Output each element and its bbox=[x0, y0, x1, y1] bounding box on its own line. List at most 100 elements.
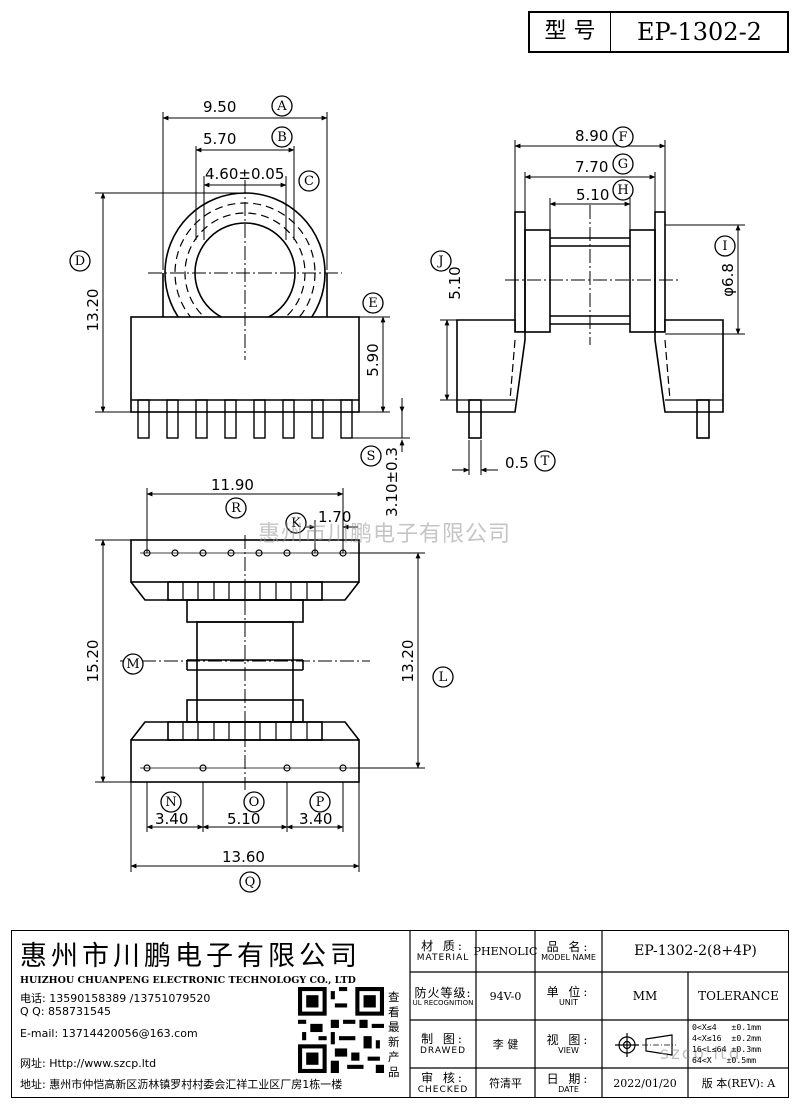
dimension-label-circle-h bbox=[612, 179, 634, 201]
dimension-label-circle-m bbox=[122, 653, 144, 675]
date-label: 日 期: bbox=[546, 1072, 591, 1086]
dim-t-value: 0.5 bbox=[505, 454, 529, 472]
revision-cell: 版 本(REV): A bbox=[688, 1070, 789, 1098]
dimension-label-r: R bbox=[231, 501, 242, 516]
fire-label: 防火等级: bbox=[414, 985, 472, 1000]
drawn-value: 李 健 bbox=[492, 1037, 519, 1051]
dim-j-value: 5.10 bbox=[446, 266, 464, 299]
dimension-label-circle-b bbox=[271, 126, 293, 148]
dim-r-value: 11.90 bbox=[211, 476, 254, 494]
checked-label-cell: 审 核: CHECKED bbox=[410, 1070, 476, 1098]
dimension-label-circle-n bbox=[160, 791, 182, 813]
dim-d-value: 13.20 bbox=[84, 289, 102, 332]
dimension-label-d: D bbox=[75, 254, 85, 269]
tolerance-rows: 0<X≤4 ±0.1mm 4<X≤16 ±0.2mm 16<L≤64 ±0.3m… bbox=[692, 1022, 788, 1066]
tolerance-heading: TOLERANCE bbox=[698, 989, 779, 1004]
dim-k-value: 1.70 bbox=[318, 508, 351, 526]
tolerance-row: 4<X≤16 ±0.2mm bbox=[692, 1033, 762, 1043]
dimension-label-circle-j bbox=[430, 250, 452, 272]
dimension-label-circle-t bbox=[534, 450, 556, 472]
fire-label-en: UL RECOGNITION bbox=[412, 998, 474, 1007]
dimension-label-h: H bbox=[617, 183, 628, 198]
dimension-label-e: E bbox=[368, 296, 378, 311]
dimension-label-circle-s bbox=[360, 445, 382, 467]
company-name-cn: 惠州市川鹏电子有限公司 bbox=[20, 941, 361, 972]
model-header: 型 号 EP-1302-2 bbox=[528, 11, 789, 53]
dimension-label-circle-c bbox=[298, 170, 320, 192]
checked-label: 审 核: bbox=[421, 1071, 465, 1086]
dim-l-value: 13.20 bbox=[399, 640, 417, 683]
dimension-label-i: I bbox=[722, 239, 727, 254]
dim-p-value: 3.40 bbox=[299, 810, 332, 828]
view-label: 视 图: bbox=[546, 1033, 591, 1047]
dim-o-value: 5.10 bbox=[227, 810, 260, 828]
dimension-label-circle-f bbox=[612, 126, 634, 148]
product-name-label-en: MODEL NAME bbox=[541, 953, 596, 963]
tolerance-row: 0<X≤4 ±0.1mm bbox=[692, 1022, 762, 1032]
date-label-en: DATE bbox=[558, 1085, 579, 1095]
fire-label-cell: 防火等级: UL RECOGNITION bbox=[410, 974, 476, 1020]
dim-a-value: 9.50 bbox=[203, 98, 236, 116]
dimension-label-b: B bbox=[277, 130, 287, 145]
dimension-label-q: Q bbox=[245, 875, 256, 890]
dim-n-value: 3.40 bbox=[155, 810, 188, 828]
dim-h-value: 5.10 bbox=[576, 186, 609, 204]
dim-i-value: φ6.8 bbox=[719, 263, 737, 297]
revision-label: 版 本(REV): bbox=[701, 1076, 764, 1090]
dimension-label-o: O bbox=[249, 795, 260, 810]
projection-symbol-icon bbox=[615, 1033, 676, 1057]
dim-f-value: 8.90 bbox=[575, 127, 608, 145]
company-qq: Q Q: 858731545 bbox=[20, 1005, 112, 1018]
product-name-label-cell: 品 名: MODEL NAME bbox=[535, 932, 602, 972]
dimension-label-g: G bbox=[618, 157, 628, 172]
dimension-label-circle-d bbox=[69, 250, 91, 272]
dimension-label-n: N bbox=[165, 795, 176, 810]
dimension-label-m: M bbox=[126, 657, 139, 672]
material-label: 材 质: bbox=[421, 939, 465, 954]
checked-label-en: CHECKED bbox=[417, 1084, 469, 1095]
qr-caption: 查看最新产品 bbox=[388, 990, 400, 1079]
dimension-label-s: S bbox=[367, 449, 376, 464]
company-name-en: HUIZHOU CHUANPENG ELECTRONIC TECHNOLOGY … bbox=[20, 975, 356, 986]
title-block bbox=[11, 930, 789, 1098]
product-name-value: EP-1302-2(8+4P) bbox=[634, 943, 757, 960]
dimension-label-circle-g bbox=[612, 153, 634, 175]
tolerance-row: 16<L≤64 ±0.3mm bbox=[692, 1044, 762, 1054]
fire-value: 94V-0 bbox=[489, 989, 522, 1003]
unit-label-en: UNIT bbox=[558, 998, 579, 1008]
unit-label: 单 位: bbox=[546, 985, 591, 999]
dimension-label-t: T bbox=[541, 454, 550, 469]
dimension-label-circle-e bbox=[362, 292, 384, 314]
tolerance-row: 64<X ±0.5mm bbox=[692, 1055, 757, 1065]
view-label-en: VIEW bbox=[558, 1046, 579, 1056]
dim-g-value: 7.70 bbox=[575, 158, 608, 176]
model-number: EP-1302-2 bbox=[637, 17, 762, 46]
view-label-cell: 视 图: VIEW bbox=[535, 1022, 602, 1068]
drawn-label-en: DRAWED bbox=[420, 1045, 466, 1056]
company-email: E-mail: 13714420056@163.com bbox=[20, 1027, 198, 1040]
drawn-label-cell: 制 图: DRAWED bbox=[410, 1022, 476, 1068]
dimension-label-p: P bbox=[316, 795, 325, 810]
watermark-text: 惠州市川鹏电子有限公司 bbox=[258, 522, 512, 547]
dim-q-value: 13.60 bbox=[222, 848, 265, 866]
material-label-cell: 材 质: MATERIAL bbox=[410, 932, 476, 972]
dimension-label-circle-i bbox=[714, 235, 736, 257]
drawn-label: 制 图: bbox=[421, 1032, 465, 1047]
revision-value: A bbox=[767, 1076, 776, 1090]
dimension-label-j: J bbox=[436, 254, 443, 269]
dim-s-value: 3.10±0.3 bbox=[383, 447, 401, 517]
dim-b-value: 5.70 bbox=[203, 130, 236, 148]
dim-c-value: 4.60±0.05 bbox=[205, 165, 284, 183]
material-label-en: MATERIAL bbox=[416, 952, 470, 963]
model-label: 型 号 bbox=[530, 13, 611, 51]
checked-value: 符清平 bbox=[489, 1076, 522, 1090]
dimension-label-l: L bbox=[439, 670, 448, 685]
top-view bbox=[95, 112, 410, 452]
dim-m-value: 15.20 bbox=[84, 640, 102, 683]
date-value: 2022/01/20 bbox=[613, 1076, 677, 1090]
dimension-label-circle-r bbox=[225, 497, 247, 519]
unit-value: MM bbox=[632, 989, 658, 1004]
dimension-label-circle-k bbox=[285, 512, 307, 534]
dimension-label-f: F bbox=[618, 130, 627, 145]
company-address: 地址: 惠州市仲恺高新区沥林镇罗村村委会汇祥工业区厂房1栋一楼 bbox=[20, 1078, 343, 1091]
